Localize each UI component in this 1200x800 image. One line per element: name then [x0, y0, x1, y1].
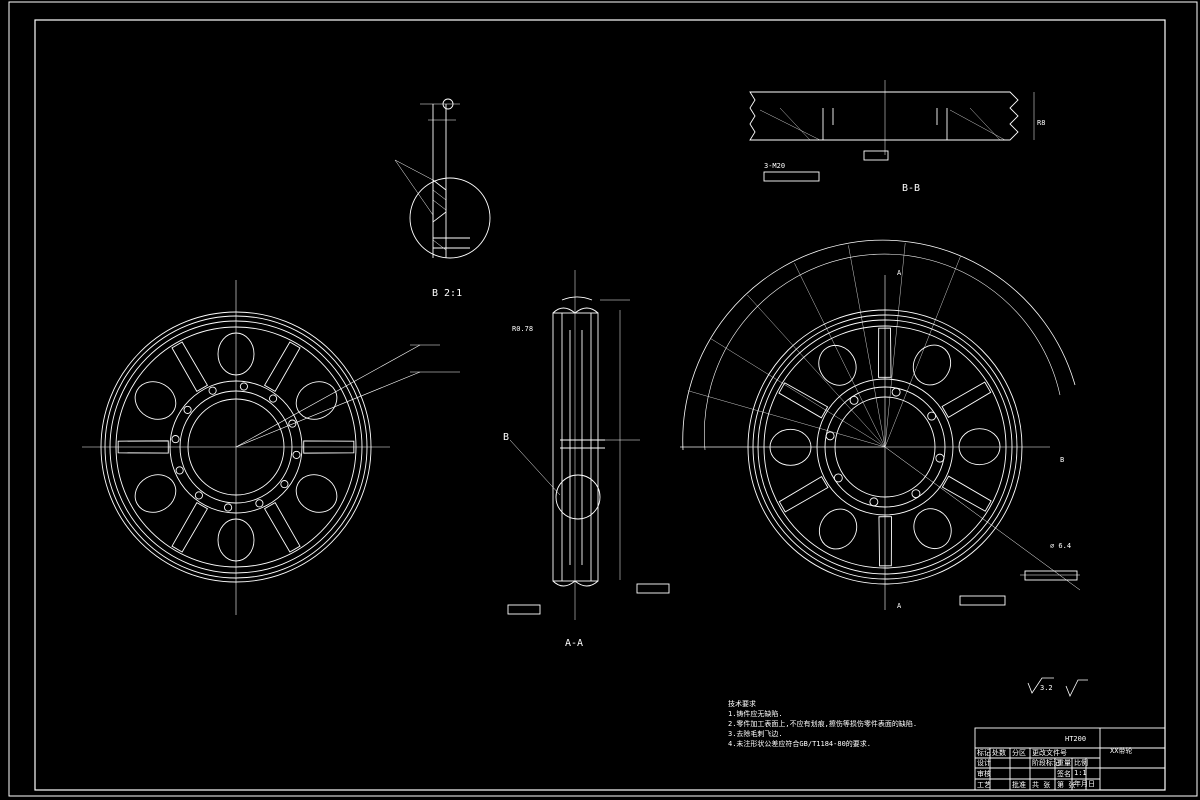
spoke-window	[912, 344, 952, 386]
angular-dimension-ray	[687, 390, 886, 448]
title-material: HT200	[1065, 735, 1086, 743]
bolt-hole	[183, 405, 192, 414]
bolt-hole	[269, 394, 278, 403]
spoke-window	[818, 508, 858, 550]
bolt-hole	[255, 499, 264, 508]
dim-groove: 3-M20	[764, 162, 785, 170]
dim-pitch: R0.78	[512, 325, 533, 333]
title-cell-5: 年月日	[1074, 779, 1095, 788]
dim-radius: R8	[1037, 119, 1045, 127]
spoke	[303, 440, 355, 454]
spoke-window	[913, 508, 952, 550]
spoke	[878, 516, 892, 567]
title-cell-3: 更改文件号	[1032, 748, 1067, 757]
bolt-hole	[911, 489, 921, 499]
section-b-view	[749, 80, 1035, 182]
spoke	[263, 501, 301, 553]
inner-border	[34, 19, 1166, 791]
title-cell-12: 比例	[1074, 758, 1088, 767]
spoke-window	[134, 381, 177, 420]
spoke	[263, 341, 301, 393]
spoke	[941, 381, 992, 418]
bolt-hole	[239, 382, 248, 391]
angular-dimension-ray	[747, 294, 886, 448]
spoke	[878, 327, 892, 378]
title-cell-0: 标记	[977, 748, 991, 757]
section-marker-b: B	[503, 432, 509, 443]
bolt-hole	[292, 450, 301, 459]
bolt-hole	[171, 435, 180, 444]
bolt-hole	[288, 419, 297, 428]
title-cell-8: 工艺	[977, 781, 991, 789]
angular-dimension-ray	[884, 242, 906, 448]
spoke-window	[217, 332, 255, 376]
angular-dimension-ray	[884, 256, 961, 448]
notes-line-1: 1.铸件应无缺陷.	[728, 709, 783, 718]
bolt-hole	[927, 411, 937, 421]
spoke	[171, 341, 209, 393]
spoke	[778, 382, 829, 419]
angular-dimension-ray	[794, 263, 886, 448]
roughness-symbols	[1027, 677, 1088, 697]
title-scale: 1:1	[1074, 769, 1087, 777]
outer-border	[8, 1, 1198, 797]
title-cell-13: 共 张	[1032, 780, 1050, 789]
title-cell-6: 设计	[977, 758, 991, 767]
angular-dimension-ray	[848, 245, 886, 448]
section-marker-b-right: B	[1060, 456, 1064, 464]
spoke-window	[295, 474, 338, 513]
spoke-window	[769, 428, 812, 466]
section-marker-a-top: A	[897, 269, 902, 277]
section-a-label: A-A	[565, 638, 583, 649]
bolt-hole	[849, 395, 859, 405]
bolt-hole	[833, 473, 843, 483]
notes-line-2: 2.零件加工表面上,不应有划痕,擦伤等损伤零件表面的缺陷.	[728, 719, 917, 728]
dim-hole: ⌀ 6.4	[1050, 542, 1071, 550]
spoke	[117, 440, 169, 454]
spoke-window	[818, 344, 857, 386]
front-view-right	[680, 239, 1081, 610]
title-cell-2: 分区	[1012, 748, 1026, 757]
section-b-label: B-B	[902, 183, 920, 194]
bolt-hole	[194, 491, 203, 500]
title-cell-4: 签名	[1057, 769, 1071, 778]
angular-dimension-ray	[710, 338, 886, 448]
bolt-hole	[280, 480, 289, 489]
bolt-hole	[208, 386, 217, 395]
detail-b-label: B 2:1	[432, 288, 462, 299]
bolt-hole	[175, 466, 184, 475]
front-view-left	[82, 280, 460, 615]
detail-b-view	[394, 98, 491, 259]
bolt-hole	[891, 387, 901, 397]
spoke	[778, 476, 829, 513]
title-cell-11: 重量	[1057, 759, 1071, 767]
spoke	[171, 501, 209, 553]
bolt-hole	[869, 497, 879, 507]
title-cell-7: 审核	[977, 769, 991, 778]
title-cell-1: 处数	[992, 748, 1006, 757]
spoke-window	[295, 381, 338, 420]
section-marker-a-bottom: A	[897, 602, 902, 610]
title-part-name: XX带轮	[1110, 746, 1132, 755]
bolt-hole	[825, 431, 835, 441]
roughness-value: 3.2	[1040, 684, 1053, 692]
notes-line-4: 4.未注形状公差应符合GB/T1184-80的要求.	[728, 739, 871, 748]
notes-line-3: 3.去除毛刺飞边.	[728, 729, 783, 738]
title-cell-9: 批准	[1012, 780, 1026, 789]
spoke-window	[134, 474, 177, 513]
spoke-window	[958, 428, 1001, 466]
bolt-hole	[224, 503, 233, 512]
title-cell-14: 第 张	[1057, 780, 1075, 789]
title-cell-10: 阶段标记	[1032, 758, 1060, 767]
title-block	[974, 727, 1166, 791]
spoke-window	[217, 518, 255, 562]
spoke	[941, 475, 992, 512]
bolt-hole	[935, 453, 945, 463]
notes-heading: 技术要求	[728, 699, 756, 708]
section-a-view	[507, 270, 670, 620]
